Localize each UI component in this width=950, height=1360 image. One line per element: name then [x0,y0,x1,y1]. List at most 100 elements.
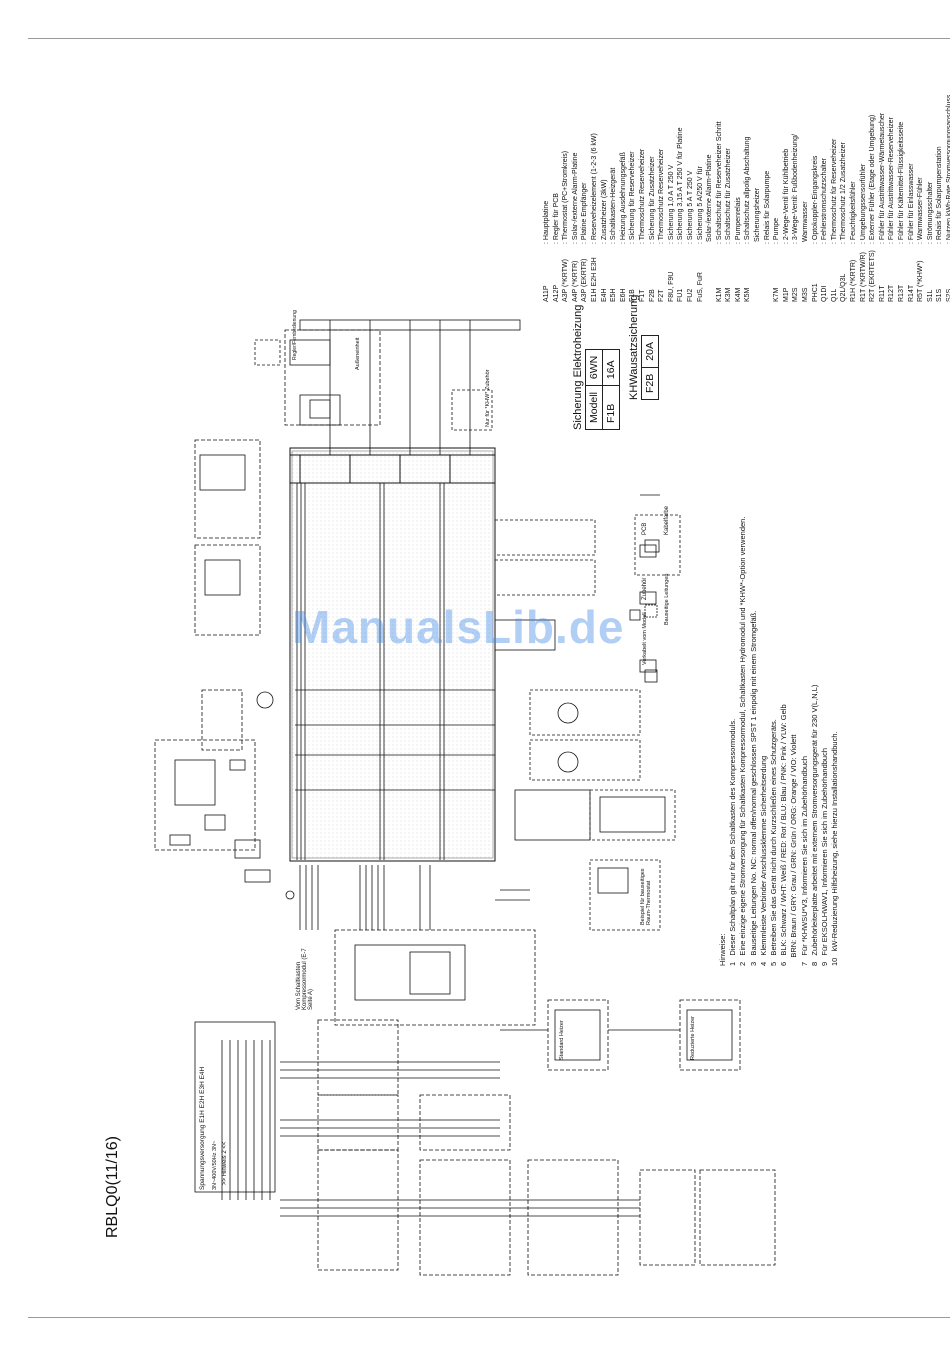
legend-description: : 2-Wege-Ventil für Kühlbetrieb [782,148,790,244]
legend-row: S1L: Strömungsschalter [926,95,936,302]
legend-row: E5H: Schaltkasten-Heizgerät [609,95,619,302]
legend-code: A3P (EKRTR) [581,258,589,302]
sensor-block-top-right [254,319,521,455]
top-connector-block [289,454,496,484]
legend-row: S1S: Relais für Solarpumpenstation [935,95,945,302]
legend-row: FU1: Sicherung 3,15 A T 250 V für Platin… [676,95,686,303]
legend-description: : Regler für PCB [552,193,560,244]
legend-code: K1M [715,287,723,302]
note-row-9: 9 Für EKSOLHWAV1, Informieren Sie sich i… [820,747,830,966]
legend-code: K4M [734,287,742,302]
legend-row: A3P (EKRTR): Platine Empfänger [580,95,590,302]
legend-description: : Hauptplatine [543,200,550,244]
note-ref-2: >> Hinweis 2 << [222,1141,228,1185]
legend-code: Q2L/Q3L [840,273,848,302]
power-supply-label: Spannungsversorgung E1H E2H E3H E4H [199,1066,206,1190]
legend-code: E6H [619,288,627,302]
legend-code: E5H [610,288,618,302]
legend-description: : Fühler für Kältemittel-Flüssigkeitssei… [897,121,905,244]
legend-row: F1T: Thermoschutz Reserveheizer [638,95,648,302]
legend-code: R12T [888,284,896,302]
legend-description: Warmwasser [802,201,810,244]
legend-description: : Sicherung für Zusatzheizer [648,156,656,244]
legend-row: R14T: Fühler für Einlasswasser [907,95,917,302]
legend-description: : Fehlerstromschutzschalter [821,158,829,244]
legend-description: : Thermoschutz für Reserveheizer [830,138,838,244]
field-wiring-label: Bauseitige Leitungen [664,573,670,625]
legend-description: : Thermostat (PC+Stromkreis) [562,150,570,244]
legend-description: : Thermoschutz Reserveheizer [658,148,666,244]
legend-row: K4M: Pumpenrelais [734,95,744,302]
legend-code: A12P [552,284,560,302]
legend-description: : Schaltschutz allpolig Abschaltung [744,136,752,244]
note-row-7: 7 Für *KHWSU*V3, Informieren Sie sich im… [799,755,809,966]
legend-code: PHC1 [811,283,819,302]
legend-row: Q1DI : Fehlerstromschutzschalter [820,95,830,302]
pcb-legend-label: PCB [642,522,648,535]
legend-description: : Pumpe [773,217,781,244]
optional-only-label: Nur für *KHW* Zubehör [485,369,491,427]
legend-row: K7M : Pumpe [772,95,782,302]
legend-code: R1T (*KRTW/R) [859,252,867,302]
legend-row: E6H : Heizung Ausdehnungsgefäß [619,95,629,302]
pcb-wire-bundle [295,483,495,860]
note-row-10: 10 kW-Reduzierung Hilfsheizung, siehe hi… [830,731,840,966]
legend-row: Q2L/Q3L : Thermoschutz 1/2 Zusatzheizer [839,95,849,302]
note-row-5: 5 Betreiben Sie das Gerät nicht durch Ku… [769,719,779,966]
legend-row: R12T : Fühler für Austrittwasser-Reserveh… [887,95,897,302]
bottom-rule [28,1317,950,1318]
legend-row: PHC1: Optokoppler-Eingangskreis [811,95,821,302]
fuse-table-khw-title: KHWausatzsicherung [628,294,640,400]
legend-description: : Solar-/externe Alarm-Platine [571,152,579,244]
legend-description: : Sicherung für Reserveheizer [629,151,637,244]
legend-row: F2T: Thermoschutz Reserveheizer [657,95,667,302]
legend-code: M1P [782,287,790,302]
legend-row: M3S Warmwasser [801,95,811,302]
legend-row: : Relais für Solarpumpe [763,95,773,302]
right-components [494,514,681,931]
legend-row: Solar-/externe Alarm-Platine [705,95,715,302]
legend-description: : Externer Fühler (Etage oder Umgebung) [869,114,877,244]
legend-row: FuS, FuR: Sicherung 5 A/250 V für [696,95,706,302]
legend-row: F8U, F9U: Sicherung 1,0 A T 250 V [667,95,677,302]
legend-row: R13T: Fühler für Kältemittel-Flüssigkeit… [897,95,907,302]
legend-code: S1L [926,289,934,302]
legend-code: FuS, FuR [696,272,704,302]
legend-code: R11T [878,285,886,302]
legend-row: R1H (*KRTR): Feuchtigkeitsfühler [849,95,859,302]
compressor-box [299,865,536,1026]
notes-block: Hinweise: 1 Dieser Schaltplan gilt nur f… [718,517,840,966]
thermostat-example-label: Beispiel für bauseitiges Raum-Thermostat [640,868,652,925]
legend-code: A11P [543,285,550,302]
legend-code: Q1DI [821,285,829,302]
legend-description: : Thermoschutz 1/2 Zusatzheizer [840,142,848,244]
legend-row: Sicherungsheizer [753,95,763,302]
top-rule [28,38,950,39]
legend-code: FU2 [686,288,694,302]
legend-row: M1P : 2-Wege-Ventil für Kühlbetrieb [782,95,792,302]
legend-description: : Fühler für Einlasswasser [907,163,915,244]
legend-row: FU2 : Sicherung 5 A T 250 V [686,95,696,302]
legend-code: K7M [773,287,781,302]
power-supply-section [194,1019,776,1276]
legend-row: R1T (*KRTW/R): Umgebungssensorfühler [859,95,869,302]
legend-code: S1S [936,288,944,302]
legend-row: K1M: Schaltschutz für Reserveheizer Schr… [715,95,725,302]
legend-description: : Sicherung 5 A T 250 V [686,170,694,244]
legend-row: E4H: Zusatzheizer (3kW) [600,95,610,302]
legend-description: : Thermoschutz Reserveheizer [638,148,646,244]
legend-code: M3S [802,287,810,302]
legend-code: Q1L [830,288,838,302]
legend-description: : Heizung Ausdehnungsgefäß [619,152,627,244]
legend-description: Solar-/externe Alarm-Platine [706,154,714,244]
note-row-8: 8 Zubehörleiterplatte arbeitet mit exter… [809,684,819,966]
main-pcb-outline [289,447,496,862]
legend-description: : Fühler für Austrittwasser-Reserveheize… [888,117,896,244]
legend-code: E4H [600,288,608,302]
legend-code: A3P (*KRTW) [562,259,570,302]
legend-row: R5T (*KHW*): Warmwasser-Fühler [916,95,926,302]
from-compressor-label: Vom Schaltkasten Kompressormodul (E-7 Se… [296,948,314,1010]
supply-spec-label: 3N~400V/50Hz 3N~ [212,1140,218,1190]
reduced-heater-label: Reduzierte Heizer [690,1015,696,1060]
